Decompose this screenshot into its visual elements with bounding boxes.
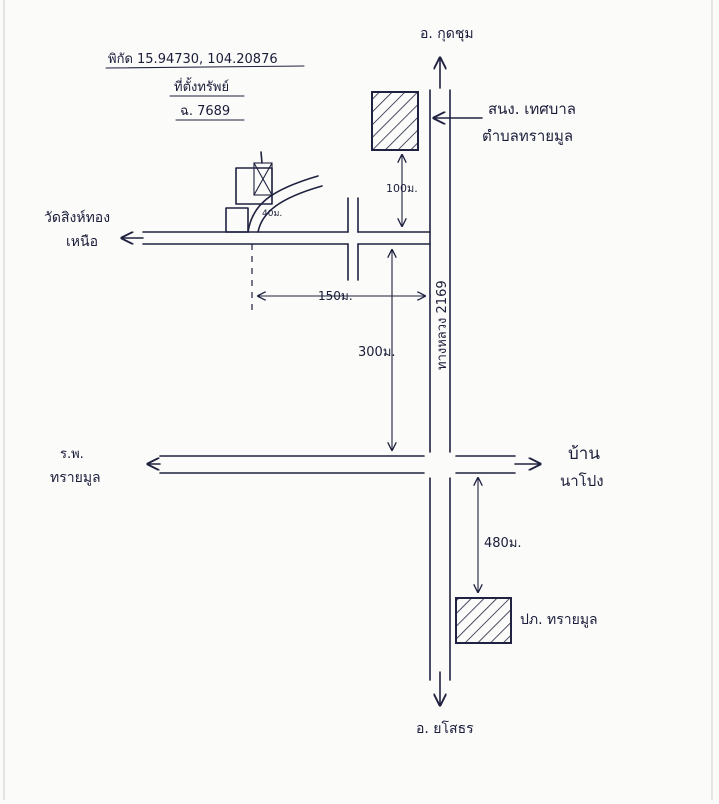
temple-label-1: วัดสิงห์ทอง: [44, 209, 110, 226]
top-destination-label: อ. กุดชุม: [420, 26, 474, 42]
coordinates-underline: [105, 65, 305, 69]
property-label: ที่ตั้งทรัพย์: [174, 77, 229, 95]
police-distance-label: 480ม.: [484, 536, 522, 551]
deed-label: ฉ. 7689: [180, 104, 230, 119]
highway-2169: [429, 58, 451, 705]
highway-label: ทางหลวง 2169: [435, 280, 450, 370]
coordinates-label: พิกัด 15.94730, 104.20876: [108, 52, 278, 67]
temple-label-2: เหนือ: [66, 234, 98, 250]
police-station-label: ปภ. ทรายมูล: [520, 612, 598, 628]
property-distance-label: 150ม.: [318, 289, 353, 303]
dimension-lines: [258, 155, 478, 592]
lane-junction-distance-label: 300ม.: [358, 345, 396, 360]
police-station-block: [455, 597, 512, 644]
lane-width-label: 40ม.: [262, 209, 282, 219]
main-crossroad: [148, 455, 540, 474]
municipal-office-block: [371, 91, 419, 151]
office-gap-label: 100ม.: [386, 182, 418, 195]
hospital-label-2: ทรายมูล: [50, 470, 101, 486]
municipal-office-label-1: สนง. เทศบาล: [488, 100, 576, 118]
village-label-1: บ้าน: [568, 444, 600, 464]
village-label-2: นาโปง: [560, 472, 604, 490]
hospital-label-1: ร.พ.: [60, 447, 84, 462]
property-building: [225, 151, 273, 233]
bottom-destination-label: อ. ยโสธร: [416, 720, 474, 737]
municipal-office-label-2: ตำบลทรายมูล: [482, 127, 573, 145]
access-road: [247, 175, 323, 233]
